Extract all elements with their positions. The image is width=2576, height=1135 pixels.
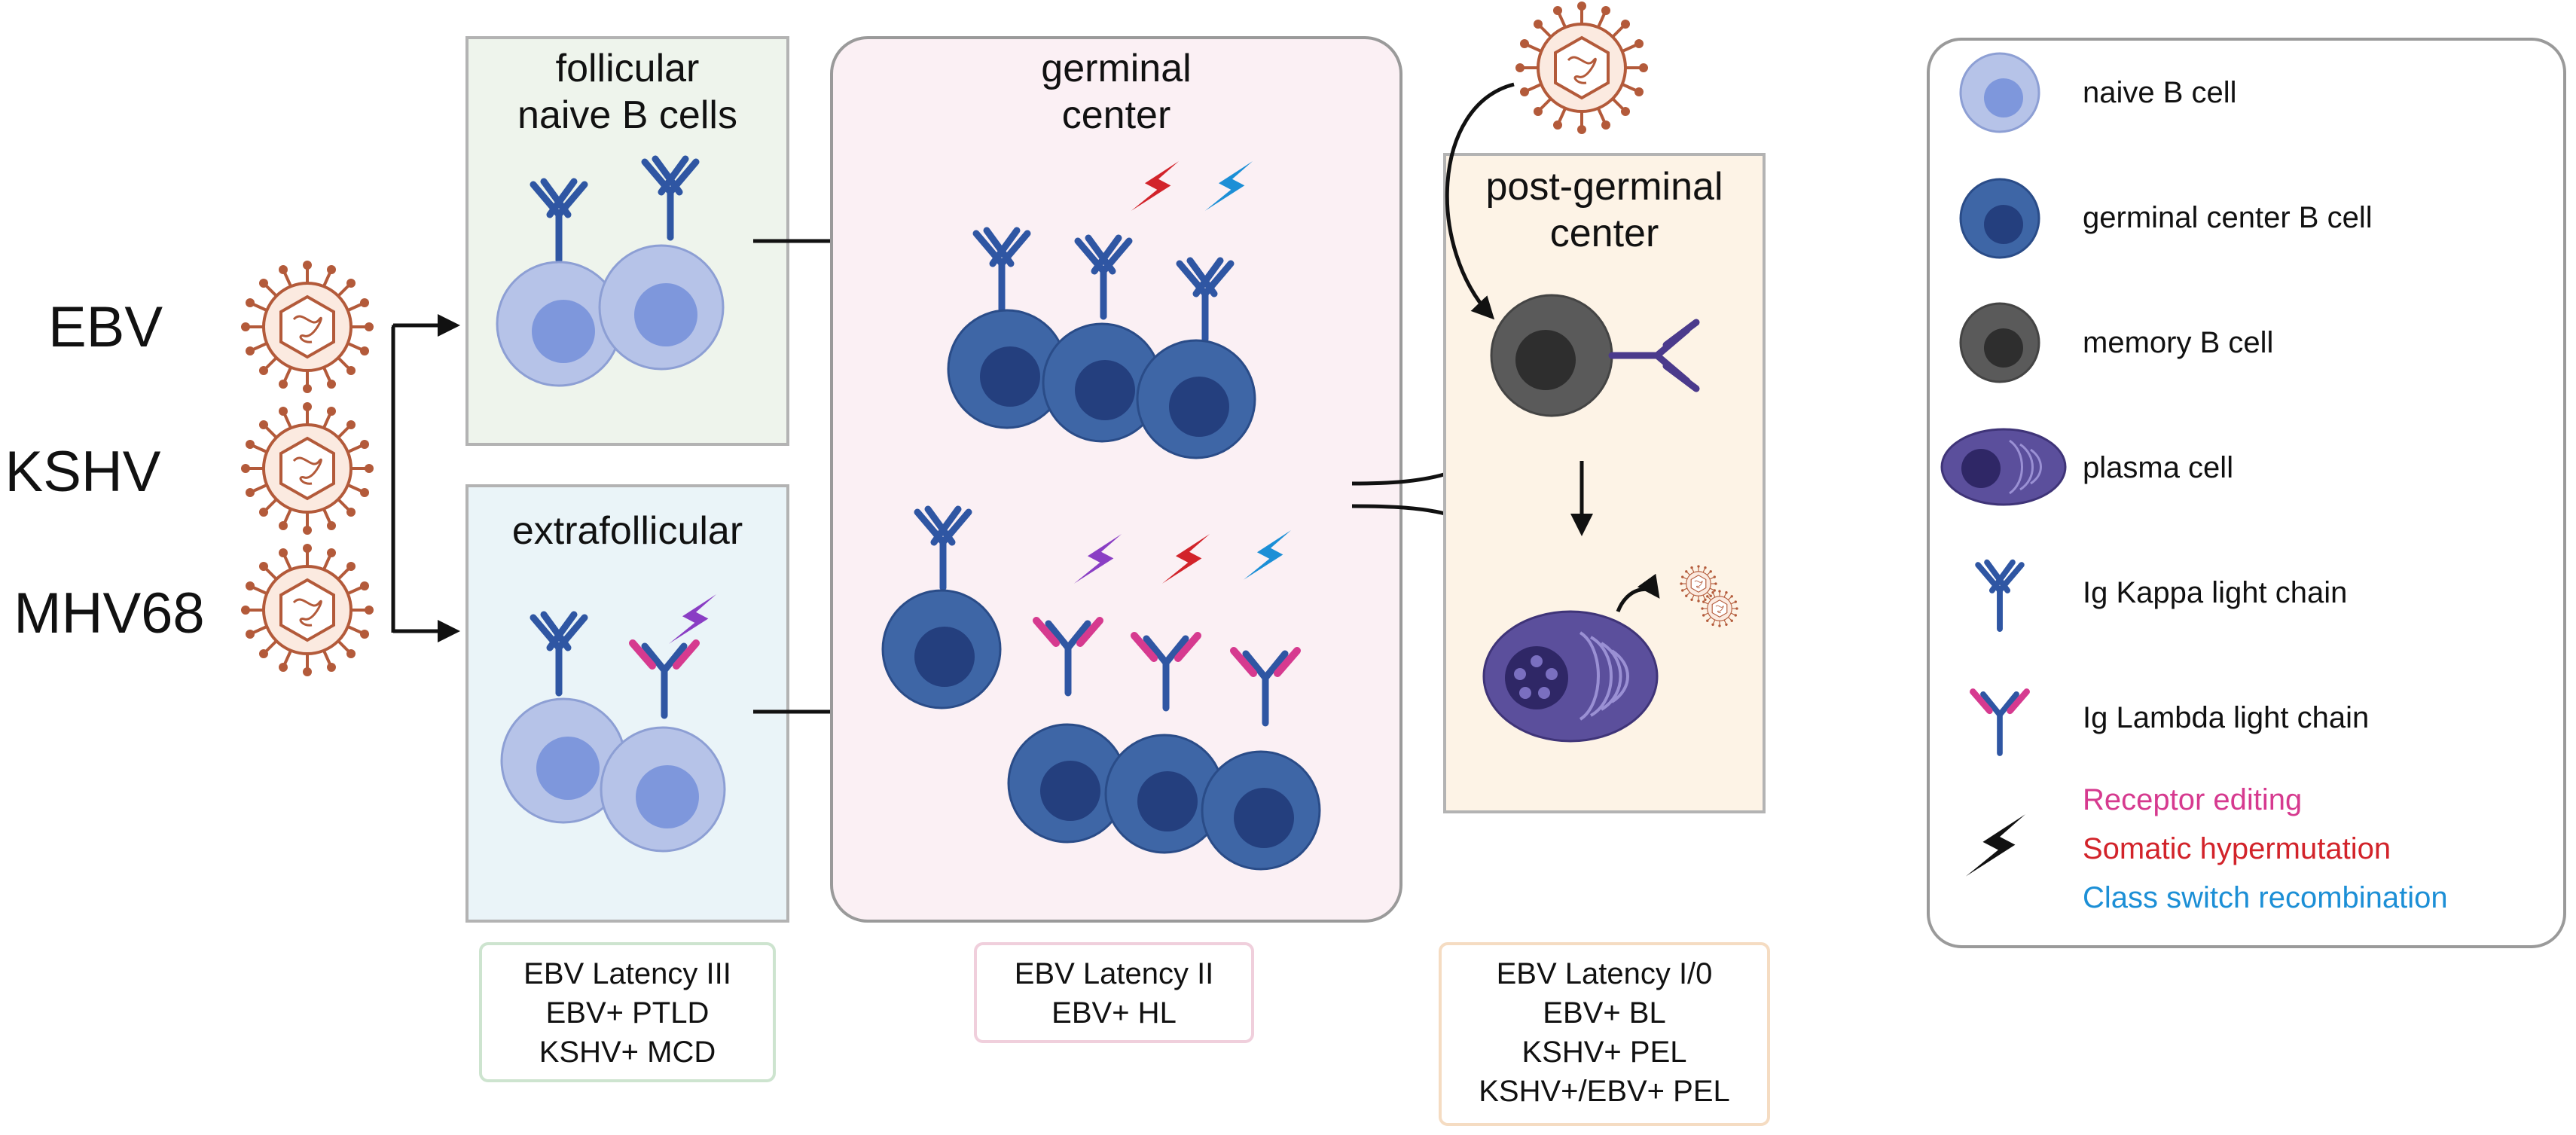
- gc-b-cell-icon: [1136, 339, 1256, 459]
- gc-b-cell-icon: [881, 589, 1002, 709]
- legend-plasma-cell-icon: [1940, 428, 2067, 506]
- virus-branch-arrows: [391, 314, 460, 642]
- gc-b-cell-icon: [1201, 750, 1321, 871]
- virus-particle-icon: [1700, 589, 1739, 628]
- legend-item-lambda: Ig Lambda light chain: [2083, 701, 2369, 734]
- note-left-line2: EBV+ PTLD: [546, 996, 710, 1030]
- legend-process-receptor-editing: Receptor editing: [2083, 783, 2302, 816]
- plasma-cell-icon: [1482, 610, 1659, 743]
- germinal-center-title-line1: germinal: [1041, 47, 1191, 90]
- virus-label-ebv: EBV: [48, 295, 163, 359]
- legend-memory-b-cell-icon: [1959, 302, 2040, 383]
- virion-release-arrow: [1616, 573, 1660, 612]
- virus-particle-icon: [1679, 564, 1718, 603]
- virus-infection-arrow: [1445, 82, 1515, 320]
- legend-item-naive: naive B cell: [2083, 76, 2237, 109]
- legend-process-class-switch: Class switch recombination: [2083, 881, 2448, 914]
- note-left-line3: KSHV+ MCD: [539, 1036, 716, 1069]
- extrafollicular-title: extrafollicular: [512, 509, 743, 553]
- post-germinal-center-compartment: post-germinal center: [1443, 153, 1766, 813]
- virus-particle-icon: [240, 542, 375, 678]
- naive-b-cell-icon: [600, 726, 726, 853]
- note-right-line1: EBV Latency I/0: [1497, 957, 1713, 990]
- latency-note-middle: EBV Latency II EBV+ HL: [974, 942, 1254, 1043]
- post-gc-title-line1: post-germinal: [1485, 165, 1723, 209]
- follicular-compartment: follicular naive B cells: [465, 36, 789, 446]
- extrafollicular-compartment: extrafollicular: [465, 484, 789, 923]
- virus-particle-icon: [240, 259, 375, 395]
- virus-particle-icon: [240, 401, 375, 536]
- post-gc-title-line2: center: [1550, 212, 1659, 255]
- legend-item-kappa: Ig Kappa light chain: [2083, 576, 2347, 609]
- note-right-line2: EBV+ BL: [1543, 996, 1665, 1030]
- note-right-line4: KSHV+/EBV+ PEL: [1479, 1075, 1730, 1108]
- legend-item-gc: germinal center B cell: [2083, 201, 2373, 234]
- follicular-title-line1: follicular: [556, 47, 700, 90]
- legend-item-memory: memory B cell: [2083, 326, 2273, 359]
- legend-item-plasma: plasma cell: [2083, 451, 2233, 484]
- note-right-line3: KSHV+ PEL: [1521, 1036, 1686, 1069]
- latency-note-left: EBV Latency III EBV+ PTLD KSHV+ MCD: [479, 942, 776, 1082]
- germinal-center-compartment: germinal center: [830, 36, 1402, 923]
- note-middle-line2: EBV+ HL: [1051, 996, 1177, 1030]
- follicular-title-line2: naive B cells: [517, 93, 737, 137]
- virus-label-kshv: KSHV: [5, 440, 161, 504]
- memory-b-cell-nucleus: [1515, 330, 1576, 390]
- legend-naive-b-cell-icon: [1959, 52, 2040, 133]
- legend-process-somatic-hypermutation: Somatic hypermutation: [2083, 832, 2391, 865]
- virus-particle-icon: [1514, 0, 1650, 136]
- virus-label-mhv68: MHV68: [14, 581, 204, 645]
- latency-note-right: EBV Latency I/0 EBV+ BL KSHV+ PEL KSHV+/…: [1439, 942, 1770, 1126]
- legend: naive B cell germinal center B cell memo…: [1927, 38, 2566, 948]
- legend-gc-b-cell-icon: [1959, 178, 2040, 259]
- naive-b-cell-icon: [598, 244, 725, 371]
- note-left-line1: EBV Latency III: [523, 957, 731, 990]
- virus-list: EBV KSHV MHV68: [5, 259, 375, 678]
- note-middle-line1: EBV Latency II: [1015, 957, 1214, 990]
- germinal-center-title-line2: center: [1062, 93, 1171, 137]
